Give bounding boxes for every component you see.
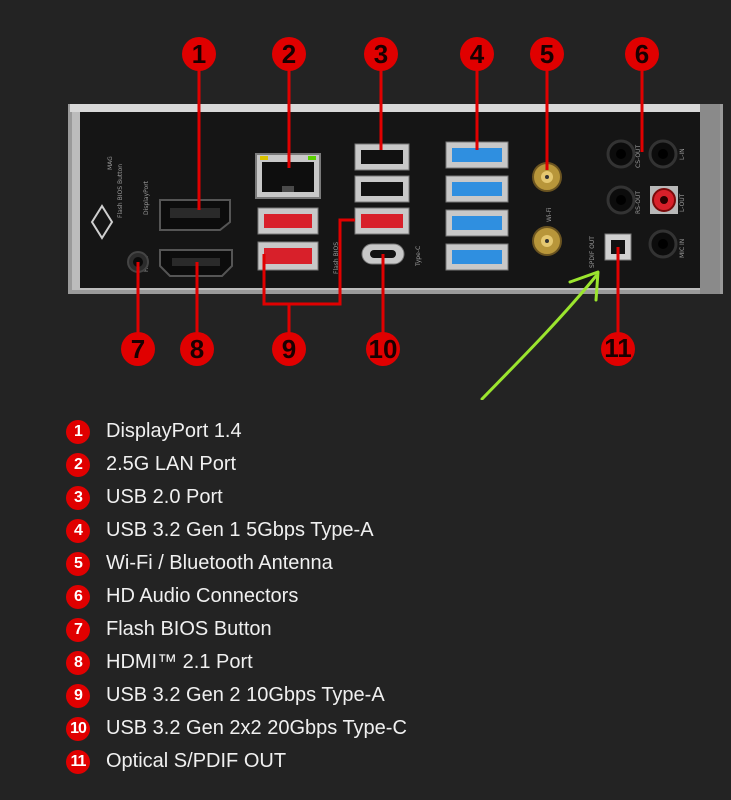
legend-number-badge: 4 — [66, 518, 90, 543]
legend-item: 3 USB 2.0 Port — [66, 481, 407, 514]
legend-number-badge: 6 — [66, 584, 90, 609]
legend-number-badge: 5 — [66, 551, 90, 576]
line-out-panel-label: L-OUT — [679, 193, 686, 212]
annotation-arrow — [480, 270, 600, 400]
legend-number-badge: 1 — [66, 419, 90, 444]
line-in-panel-label: L-IN — [679, 148, 686, 160]
displayport-connector — [159, 199, 231, 231]
svg-text:1: 1 — [192, 39, 206, 69]
legend-label: USB 3.2 Gen 2x2 20Gbps Type-C — [106, 717, 407, 739]
legend-number-badge: 2 — [66, 452, 90, 477]
legend-label: HDMI™ 2.1 Port — [106, 651, 253, 673]
usb2-ports — [354, 143, 410, 235]
callout-badge-2: 2 — [272, 37, 306, 71]
legend-label: HD Audio Connectors — [106, 585, 299, 607]
legend-label: USB 3.2 Gen 2 10Gbps Type-A — [106, 684, 385, 706]
svg-text:6: 6 — [635, 39, 649, 69]
callout-badge-10: 10 — [366, 332, 400, 366]
legend-item: 7 Flash BIOS Button — [66, 613, 407, 646]
wifi-panel-label: Wi-Fi — [546, 207, 553, 222]
flash-bios-short-label: Flash BIOS — [333, 242, 340, 274]
legend-label: 2.5G LAN Port — [106, 453, 237, 475]
svg-text:2: 2 — [282, 39, 296, 69]
svg-text:8: 8 — [190, 334, 204, 364]
legend-label: DisplayPort 1.4 — [106, 420, 242, 442]
legend-number-badge: 11 — [66, 749, 90, 774]
audio-jacks: CS-OUT RS-OUT L-IN L-OUT MIC IN — [606, 139, 686, 259]
legend-number-badge: 7 — [66, 617, 90, 642]
wifi-antenna-connectors: Wi-Fi — [532, 162, 562, 256]
legend-item: 6 HD Audio Connectors — [66, 580, 407, 613]
callout-badge-5: 5 — [530, 37, 564, 71]
callout-badge-7: 7 — [121, 332, 155, 366]
svg-text:3: 3 — [374, 39, 388, 69]
flash-bios-panel-label: Flash BIOS Button — [117, 164, 124, 218]
legend-label: Optical S/PDIF OUT — [106, 750, 287, 772]
legend-number-badge: 3 — [66, 485, 90, 510]
brand-label: MAG — [107, 156, 114, 170]
callout-badge-9: 9 — [272, 332, 306, 366]
legend-item: 10 USB 3.2 Gen 2x2 20Gbps Type-C — [66, 712, 407, 745]
svg-text:7: 7 — [131, 334, 145, 364]
callout-badge-6: 6 — [625, 37, 659, 71]
callout-badge-3: 3 — [364, 37, 398, 71]
rs-out-panel-label: RS-OUT — [635, 191, 642, 214]
legend-label: USB 2.0 Port — [106, 486, 223, 508]
legend-number-badge: 8 — [66, 650, 90, 675]
legend-number-badge: 10 — [66, 716, 90, 741]
legend-item: 9 USB 3.2 Gen 2 10Gbps Type-A — [66, 679, 407, 712]
displayport-panel-label: DisplayPort — [143, 180, 150, 215]
legend-number-badge: 9 — [66, 683, 90, 708]
svg-text:5: 5 — [540, 39, 554, 69]
legend-item: 5 Wi-Fi / Bluetooth Antenna — [66, 547, 407, 580]
callout-badge-11: 11 — [601, 332, 635, 366]
callout-legend: 1 DisplayPort 1.4 2 2.5G LAN Port 3 USB … — [66, 415, 407, 778]
mic-in-panel-label: MIC IN — [679, 239, 686, 258]
leader-lines — [136, 70, 644, 334]
cs-out-panel-label: CS-OUT — [635, 145, 642, 168]
legend-item: 4 USB 3.2 Gen 1 5Gbps Type-A — [66, 514, 407, 547]
legend-item: 1 DisplayPort 1.4 — [66, 415, 407, 448]
callout-badge-1: 1 — [182, 37, 216, 71]
legend-item: 11 Optical S/PDIF OUT — [66, 745, 407, 778]
svg-text:11: 11 — [604, 333, 632, 363]
callout-badge-4: 4 — [460, 37, 494, 71]
usb-gen2-ports — [257, 207, 319, 271]
svg-text:10: 10 — [369, 334, 398, 364]
svg-text:4: 4 — [470, 39, 485, 69]
type-c-panel-label: Type-C — [415, 246, 422, 267]
legend-label: USB 3.2 Gen 1 5Gbps Type-A — [106, 519, 374, 541]
legend-label: Flash BIOS Button — [106, 618, 272, 640]
io-panel-diagram: MAG Flash BIOS Button DisplayPort HDMI F… — [68, 37, 723, 400]
svg-text:9: 9 — [282, 334, 296, 364]
legend-item: 8 HDMI™ 2.1 Port — [66, 646, 407, 679]
legend-label: Wi-Fi / Bluetooth Antenna — [106, 552, 333, 574]
spdif-panel-label: SPDIF OUT — [589, 236, 596, 268]
callout-badge-8: 8 — [180, 332, 214, 366]
legend-item: 2 2.5G LAN Port — [66, 448, 407, 481]
